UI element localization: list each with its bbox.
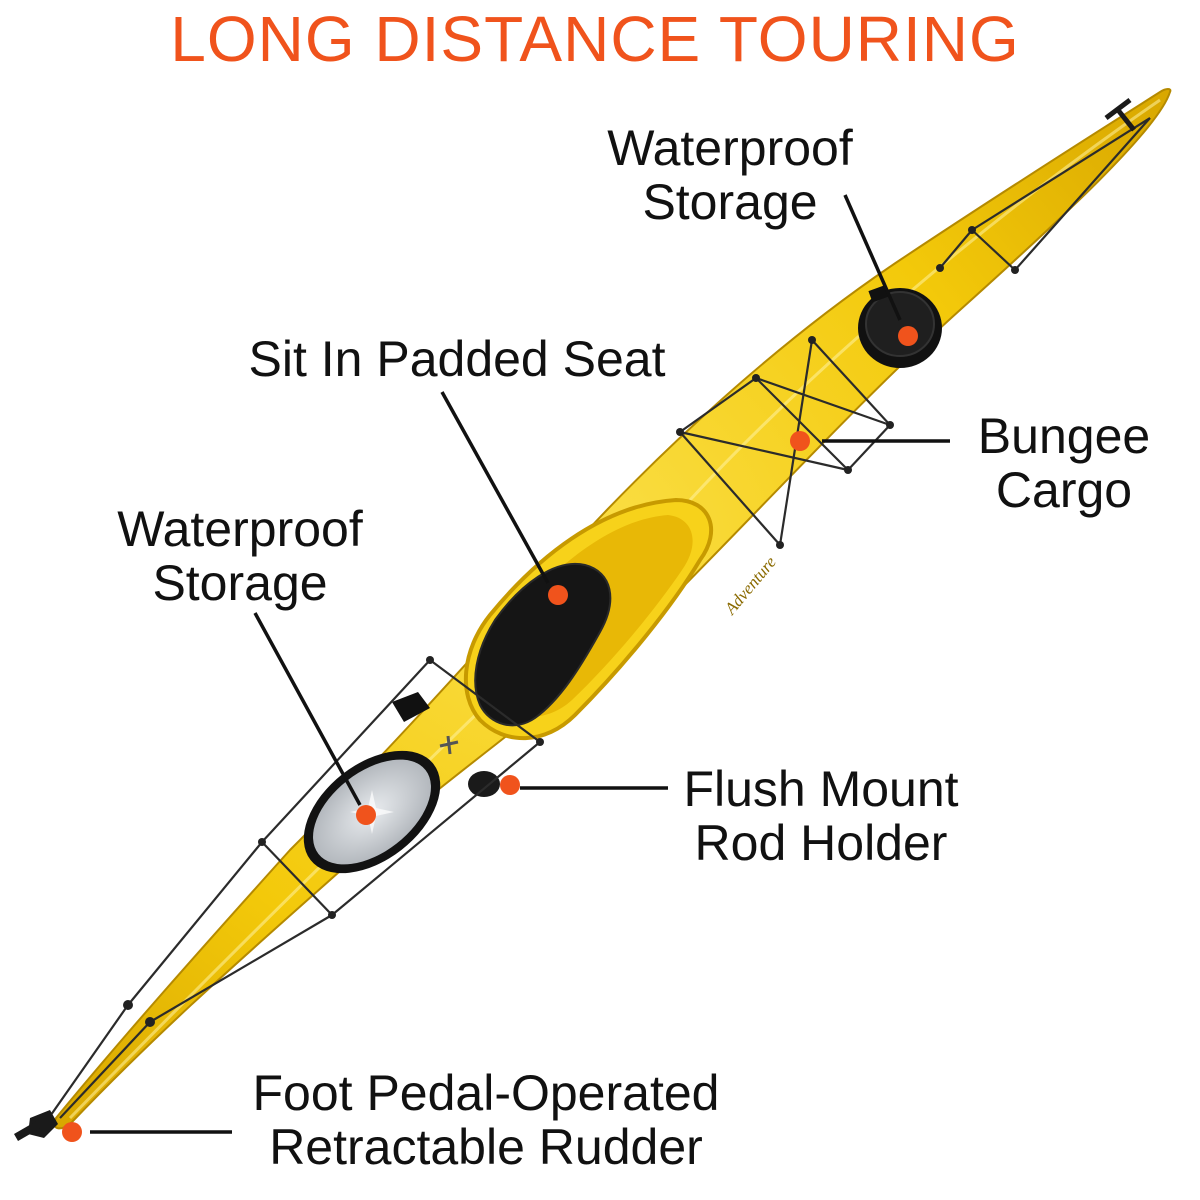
callout-rod-holder: Flush Mount Rod Holder: [666, 762, 976, 870]
leader-lines: [90, 194, 950, 1134]
seat: [474, 562, 612, 727]
callout-storage-front-line-1: Waterproof: [607, 120, 853, 176]
callout-rod-holder-line-1: Flush Mount: [683, 761, 959, 817]
callout-rudder-line-1: Foot Pedal-Operated: [252, 1065, 720, 1121]
page-title: LONG DISTANCE TOURING: [170, 3, 1020, 75]
rudder: [14, 1110, 58, 1141]
marker-rod-holder: [500, 775, 520, 795]
callout-bungee-line-1: Bungee: [977, 408, 1151, 464]
callout-seat-line-1: Sit In Padded Seat: [248, 331, 666, 387]
marker-rudder: [62, 1122, 82, 1142]
callout-storage-front: Waterproof Storage: [590, 121, 870, 229]
callout-rudder-line-2: Retractable Rudder: [269, 1119, 703, 1175]
marker-bungee: [790, 431, 810, 451]
brand-text: Adventure: [720, 552, 780, 618]
bungee-cords: [45, 117, 1151, 1123]
callout-bungee: Bungee Cargo: [964, 409, 1164, 517]
deck-fittings: [123, 226, 1019, 1027]
callout-seat: Sit In Padded Seat: [232, 332, 682, 386]
small-fittings: [392, 692, 500, 797]
callout-storage-rear: Waterproof Storage: [100, 502, 380, 610]
marker-seat: [548, 585, 568, 605]
callout-storage-rear-line-1: Waterproof: [117, 501, 363, 557]
callout-storage-front-line-2: Storage: [642, 174, 818, 230]
callout-rudder: Foot Pedal-Operated Retractable Rudder: [236, 1066, 736, 1174]
callout-bungee-line-2: Cargo: [995, 462, 1133, 518]
marker-storage-front: [898, 326, 918, 346]
marker-storage-rear: [356, 805, 376, 825]
bow-handle: [1104, 98, 1136, 132]
front-hatch: [858, 284, 942, 368]
callout-rod-holder-line-2: Rod Holder: [694, 815, 948, 871]
callout-storage-rear-line-2: Storage: [152, 555, 328, 611]
cockpit: [463, 497, 714, 741]
feature-markers: [62, 326, 918, 1142]
